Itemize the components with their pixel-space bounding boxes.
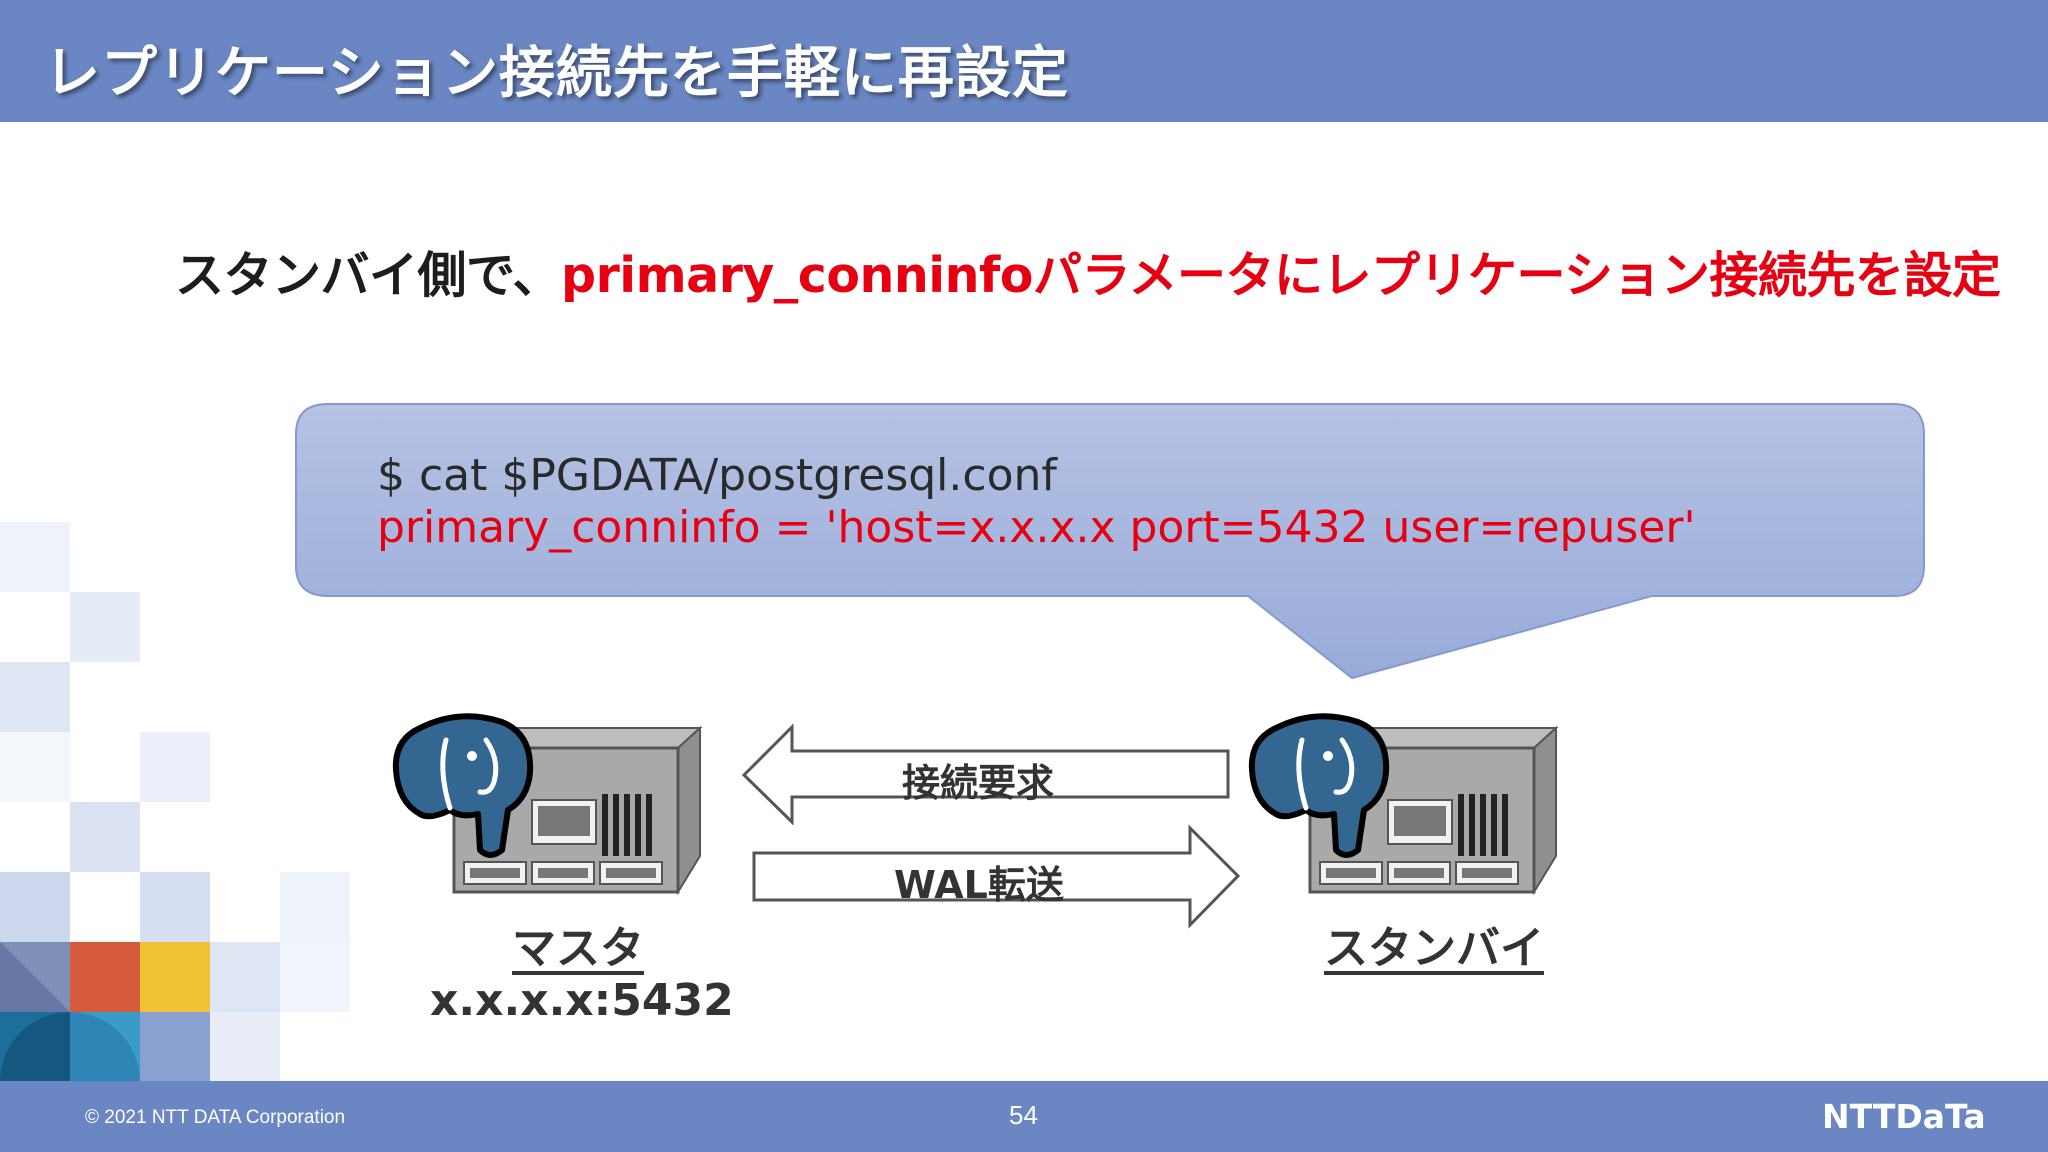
wal-transfer-arrow — [752, 824, 1241, 929]
connect-request-label: 接続要求 — [902, 761, 1055, 805]
subtitle-highlight: primary_conninfoパラメータにレプリケーション接続先を設定 — [561, 247, 2001, 304]
page-number: 54 — [1009, 1100, 1038, 1130]
wal-transfer-label: WAL転送 — [894, 863, 1064, 907]
replication-arrows — [741, 723, 1241, 929]
subtitle-prefix: スタンバイ側で、 — [175, 247, 562, 304]
config-callout — [295, 403, 1925, 680]
cat-command: $ cat $PGDATA/postgresql.conf — [377, 450, 1057, 501]
title-bar — [0, 0, 2048, 122]
ntt-data-logo: NTTDaTa — [1822, 1097, 1986, 1136]
decorative-mosaic — [0, 522, 350, 1081]
primary-conninfo-line: primary_conninfo = 'host=x.x.x.x port=54… — [377, 502, 1696, 553]
master-address: x.x.x.x:5432 — [430, 975, 734, 1026]
standby-label: スタンバイ — [1324, 923, 1544, 974]
connect-request-arrow — [741, 723, 1230, 826]
master-label: マスタ — [512, 923, 644, 974]
config-code: $ cat $PGDATA/postgresql.conf primary_co… — [377, 450, 1696, 554]
footer-bar — [0, 1081, 2048, 1152]
master-postgresql-elephant-icon — [392, 713, 534, 858]
copyright: © 2021 NTT DATA Corporation — [85, 1107, 346, 1128]
slide-subtitle: スタンバイ側で、primary_conninfoパラメータにレプリケーション接続… — [175, 236, 2001, 307]
slide-title: レプリケーション接続先を手軽に再設定 — [44, 41, 1069, 106]
standby-postgresql-elephant-icon — [1248, 713, 1390, 858]
